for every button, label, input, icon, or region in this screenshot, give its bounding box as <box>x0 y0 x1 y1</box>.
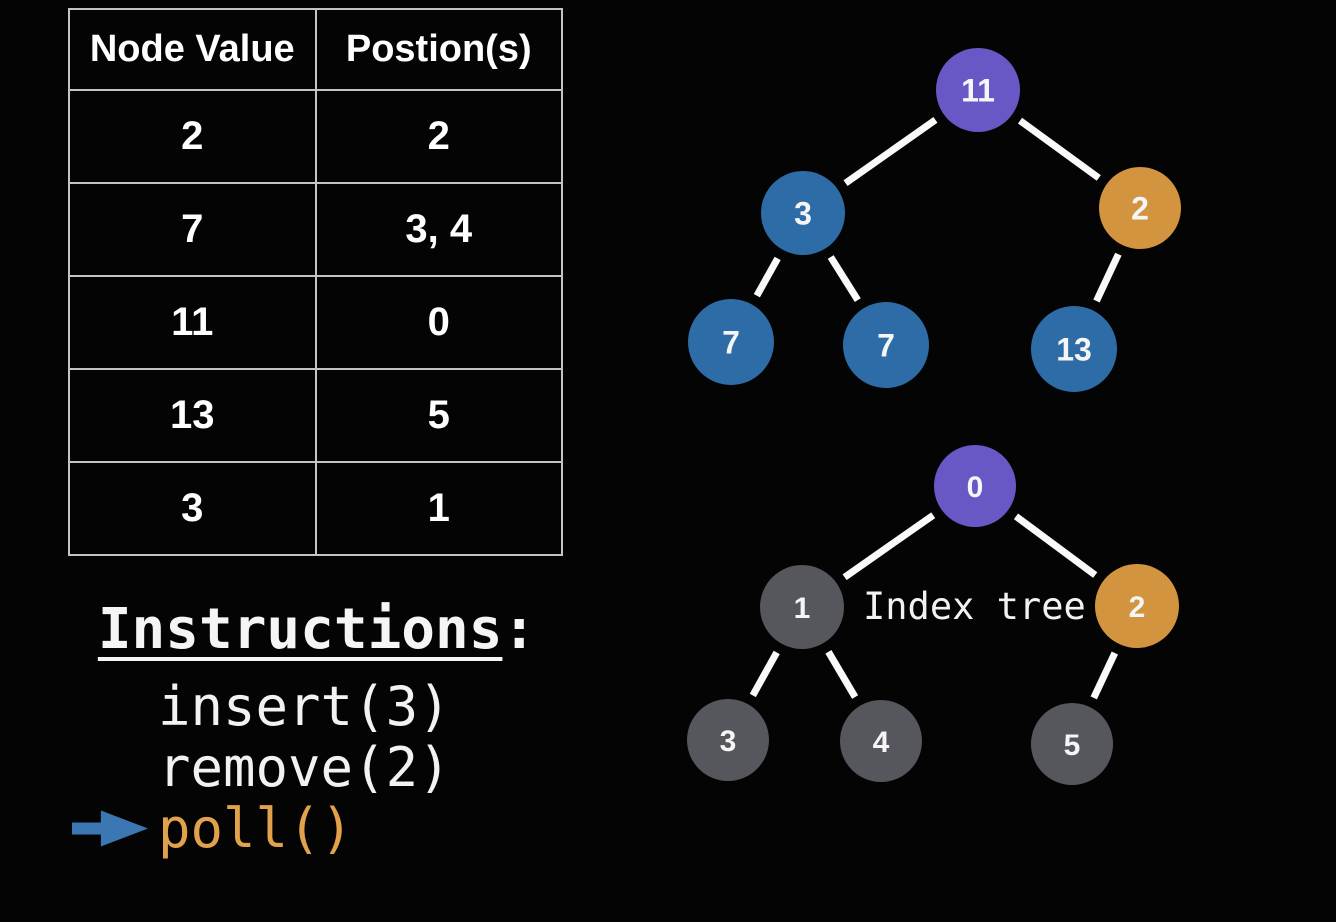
value-tree-node-label: 11 <box>961 73 995 109</box>
instructions-list: insert(3)remove(2)poll() <box>62 675 572 860</box>
instructions-panel: Instructions: insert(3)remove(2)poll() <box>62 598 572 860</box>
value-tree-edge <box>1093 252 1122 303</box>
value-tree-node-3 <box>761 171 845 255</box>
index-tree-node-label: 2 <box>1129 591 1146 624</box>
value-tree-node-label: 13 <box>1056 332 1092 368</box>
value-tree-node-label: 7 <box>877 328 895 364</box>
value-tree-edge <box>827 255 861 302</box>
positions-cell: 1 <box>314 461 563 556</box>
index-tree-node-label: 4 <box>873 726 890 759</box>
node-value-cell: 2 <box>68 89 317 184</box>
instruction-line: poll() <box>62 797 572 860</box>
positions-cell: 5 <box>314 368 563 463</box>
value-tree-node-2 <box>1099 167 1181 249</box>
value-tree-node-label: 2 <box>1131 191 1149 227</box>
value-tree-edge <box>843 117 938 186</box>
index-tree-node-0 <box>934 445 1016 527</box>
instruction-text: poll() <box>158 797 354 860</box>
node-value-cell: 3 <box>68 461 317 556</box>
positions-cell: 0 <box>314 275 563 370</box>
instructions-title-word: Instructions <box>97 597 503 662</box>
instructions-title: Instructions: <box>62 598 572 662</box>
column-header-node-value: Node Value <box>68 8 317 91</box>
value-tree-node-7 <box>843 302 929 388</box>
value-tree-node-7 <box>688 299 774 385</box>
table-header-row: Node Value Postion(s) <box>68 8 563 91</box>
positions-cell: 2 <box>314 89 563 184</box>
index-tree-edge <box>1013 513 1098 578</box>
node-value-cell: 11 <box>68 275 317 370</box>
current-step-arrow-slot <box>62 809 158 849</box>
index-tree-caption: Index tree <box>863 585 1086 628</box>
value-tree-node-label: 7 <box>722 325 740 361</box>
instruction-line: insert(3) <box>62 675 572 738</box>
index-tree-node-2 <box>1095 564 1179 648</box>
index-tree-node-4 <box>840 700 922 782</box>
index-tree-edge <box>842 512 936 581</box>
column-header-positions: Postion(s) <box>314 8 563 91</box>
index-tree-node-1 <box>760 565 844 649</box>
node-value-cell: 13 <box>68 368 317 463</box>
index-tree-node-label: 1 <box>794 592 811 625</box>
instructions-title-colon: : <box>502 597 537 662</box>
value-tree-edge <box>1017 117 1101 181</box>
value-tree-node-13 <box>1031 306 1117 392</box>
index-tree-edge <box>749 650 780 698</box>
value-tree-edge <box>753 256 781 298</box>
node-value-cell: 7 <box>68 182 317 277</box>
positions-cell: 3, 4 <box>314 182 563 277</box>
instruction-text: insert(3) <box>158 675 451 738</box>
index-tree-node-3 <box>687 699 769 781</box>
instruction-line: remove(2) <box>62 736 572 799</box>
index-tree-edge <box>1090 651 1119 700</box>
index-tree-node-label: 5 <box>1064 729 1081 762</box>
index-tree-node-5 <box>1031 703 1113 785</box>
index-tree-edge <box>825 650 859 699</box>
value-tree-node-label: 3 <box>794 196 812 232</box>
value-tree-node-11 <box>936 48 1020 132</box>
instruction-text: remove(2) <box>158 736 451 799</box>
index-tree-node-label: 3 <box>720 725 737 758</box>
index-tree-node-label: 0 <box>967 471 984 504</box>
